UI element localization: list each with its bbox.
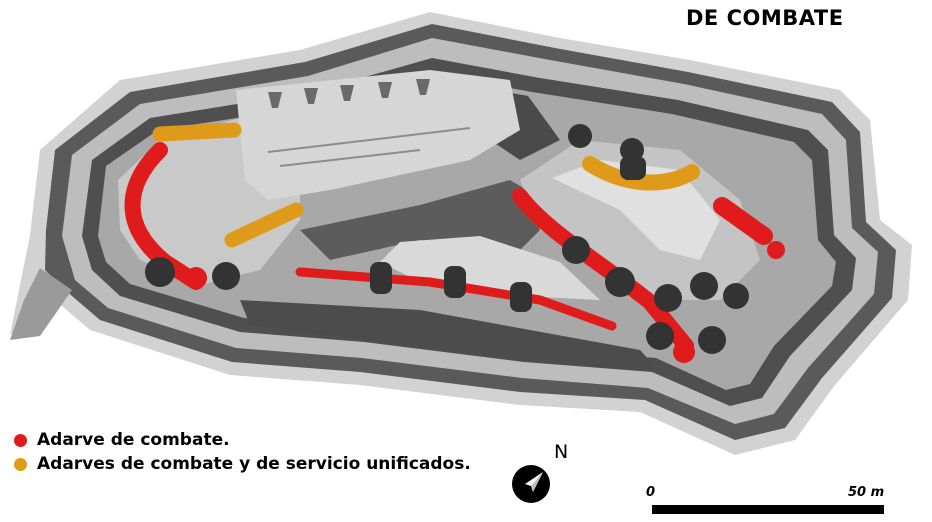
map-title: DE COMBATE: [686, 6, 844, 30]
combat-walkways: [124, 142, 773, 354]
legend-item-unified: Adarves de combate y de servicio unifica…: [14, 452, 471, 476]
unified-walkways: [152, 122, 700, 248]
north-barracks: [236, 70, 520, 200]
west-outwork: [10, 268, 72, 340]
north-embrasures: [268, 79, 430, 108]
compass-north-label: N: [554, 441, 569, 463]
casemates: [145, 124, 749, 354]
legend-label-unified: Adarves de combate y de servicio unifica…: [37, 454, 471, 474]
walkway-northeast: [713, 197, 773, 245]
scale-label-end: 50 m: [848, 485, 885, 500]
scale-label-start: 0: [646, 485, 656, 500]
legend-item-combat: Adarve de combate.: [14, 428, 471, 452]
red-towers: [185, 241, 785, 363]
unified-walkway-northwest: [152, 122, 242, 142]
compass-north-icon: [512, 465, 550, 503]
legend-swatch-red: [14, 433, 27, 447]
legend-swatch-orange: [14, 457, 27, 471]
unified-walkway-west-inner: [224, 202, 304, 248]
legend-label-combat: Adarve de combate.: [37, 430, 230, 450]
north-barracks-lines: [267, 127, 471, 167]
ditch-south: [240, 300, 660, 372]
legend: Adarve de combate. Adarves de combate y …: [14, 428, 471, 476]
scale-bar: [652, 505, 884, 514]
walkway-south: [295, 267, 617, 331]
walkway-west: [124, 142, 204, 290]
ditch-center: [300, 180, 560, 260]
unified-walkway-east: [582, 156, 700, 191]
